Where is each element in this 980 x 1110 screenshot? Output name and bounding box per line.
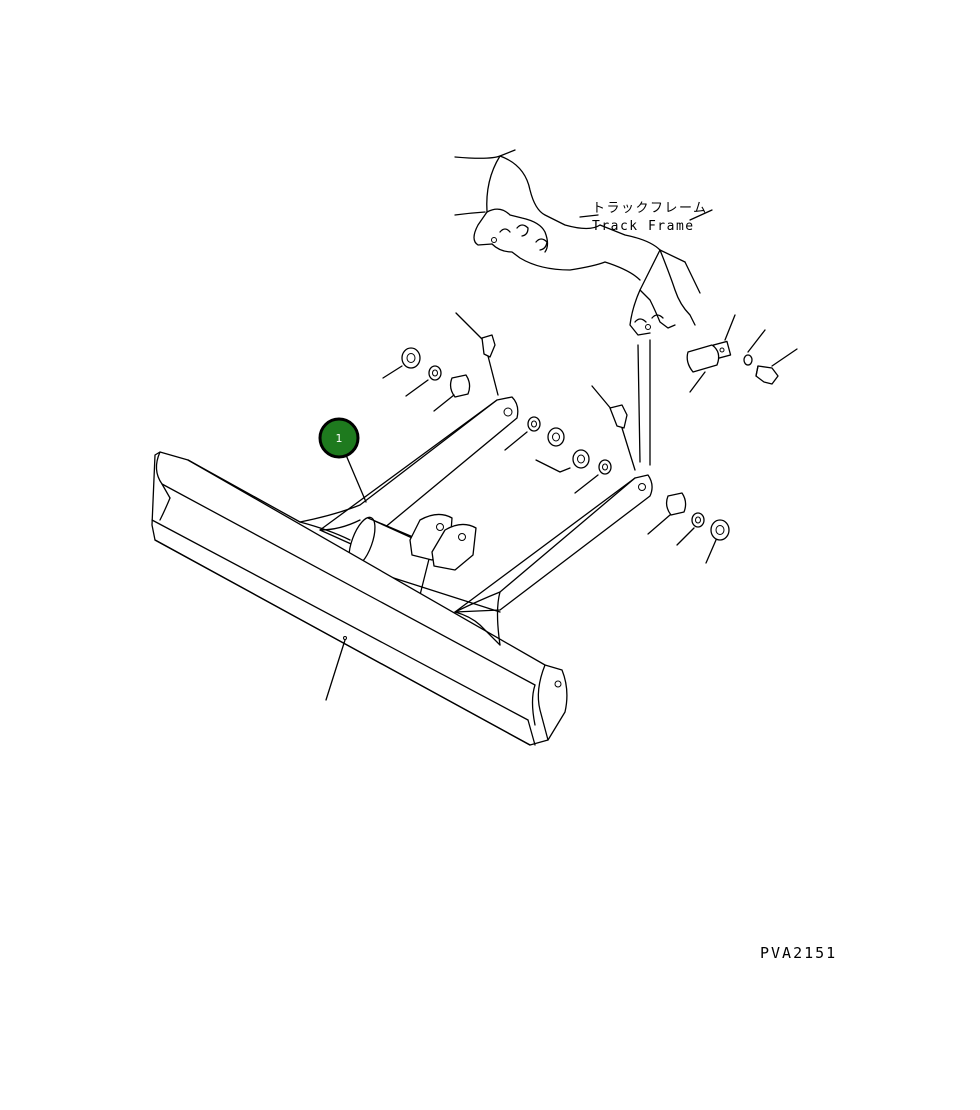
track-frame-label-en: Track Frame: [592, 219, 695, 234]
left-hardware-stack: [382, 347, 612, 494]
callout-leader: [345, 454, 367, 503]
blade: [151, 451, 568, 746]
grease-fitting-left: [455, 312, 499, 396]
lift-bracket: [409, 513, 477, 571]
track-frame-label-jp: トラックフレーム: [592, 201, 708, 216]
callout-part-1[interactable]: 1: [318, 417, 367, 503]
blade-arm-right: [454, 474, 653, 613]
callout-badge[interactable]: [318, 417, 360, 459]
pin-assembly-right: [637, 314, 798, 466]
grease-fitting-right: [591, 385, 636, 471]
track-frame-drawing: [454, 149, 713, 336]
drawing-code: PVA2151: [760, 944, 837, 962]
callout-number: 1: [336, 432, 343, 445]
blade-arm-left: [299, 396, 519, 549]
right-hardware-stack: [647, 492, 730, 564]
